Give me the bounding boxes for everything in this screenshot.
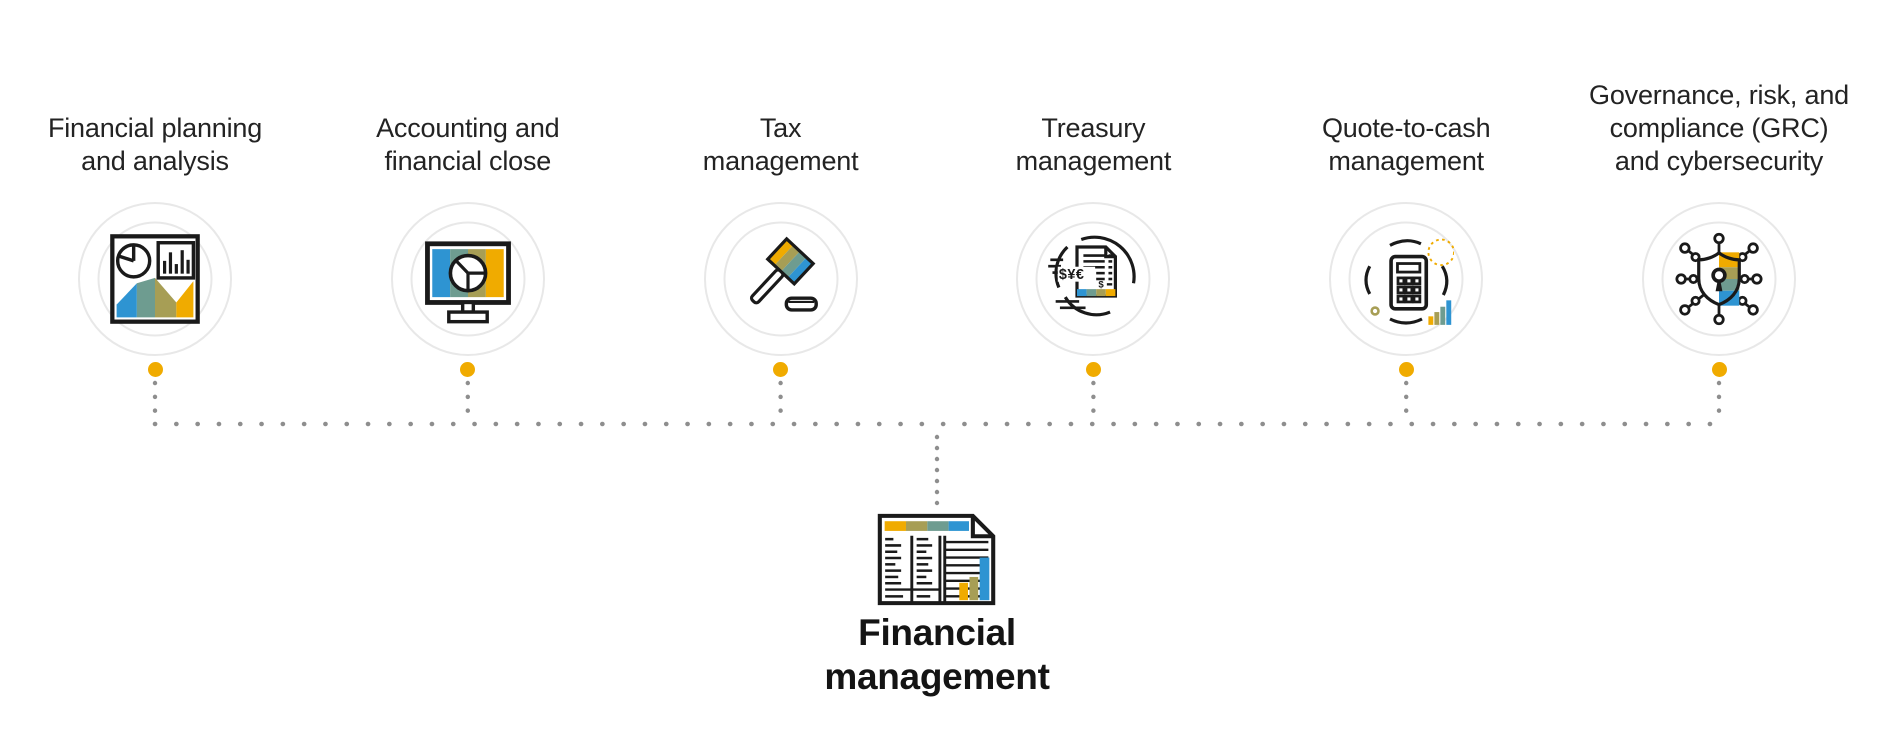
shield-network-icon xyxy=(1675,232,1763,326)
capability-label-line: Accounting and xyxy=(376,113,560,143)
capability-icon-slot xyxy=(733,231,829,327)
capability-circle xyxy=(1642,202,1796,356)
capability-label-line: management xyxy=(1015,146,1172,176)
center-title: Financial management xyxy=(687,611,1187,699)
capability-circle: $¥€ $ xyxy=(1016,202,1171,356)
capability-label-line: management xyxy=(702,146,859,176)
connector-dot xyxy=(460,362,476,377)
capability-label-line: Governance, risk, and xyxy=(1589,80,1849,110)
connector-dot xyxy=(1398,362,1414,377)
gavel-icon xyxy=(749,236,818,312)
capability-circle xyxy=(78,202,232,356)
currency-document-cycle-icon: $¥€ $ xyxy=(1048,235,1142,317)
calculator-cycle-icon: $ xyxy=(1358,231,1455,327)
pie-bar-area-chart-icon xyxy=(110,234,200,324)
capability-label-line: Quote-to-cash xyxy=(1321,113,1491,143)
svg-text:$: $ xyxy=(1099,280,1105,291)
capability-icon-slot xyxy=(1671,231,1767,327)
capability-icon-slot: $ xyxy=(1358,231,1455,327)
capability-label-line: and analysis xyxy=(81,146,229,176)
capability-label-line: financial close xyxy=(384,146,552,176)
capability-icon-slot xyxy=(420,231,516,327)
center-title-line-2: management xyxy=(824,656,1050,697)
capability-label-line: management xyxy=(1328,146,1484,176)
spreadsheet-report-icon xyxy=(877,513,996,606)
capability-label-line: and cybersecurity xyxy=(1614,146,1824,176)
connector-dot xyxy=(147,362,163,377)
capability-label-line: Tax xyxy=(759,113,802,143)
connector-dot xyxy=(1085,362,1101,377)
center-title-line-1: Financial xyxy=(858,612,1016,653)
monitor-pie-chart-icon xyxy=(424,241,511,324)
capability-label-line: Financial planning xyxy=(47,113,263,143)
capability-icon-slot: $¥€ $ xyxy=(1045,231,1142,327)
capability-circle xyxy=(390,202,545,356)
center-icon xyxy=(874,511,1000,608)
connector-dot xyxy=(773,362,789,377)
svg-text:$: $ xyxy=(1367,241,1385,277)
capability-label-line: compliance (GRC) xyxy=(1609,113,1829,143)
capability-icon-slot xyxy=(107,231,203,327)
capability-circle xyxy=(703,202,858,356)
capability-circle: $ xyxy=(1329,202,1484,356)
connector-dot xyxy=(1711,362,1727,377)
svg-text:$¥€: $¥€ xyxy=(1059,267,1085,283)
capability-label-line: Treasury xyxy=(1041,113,1146,143)
